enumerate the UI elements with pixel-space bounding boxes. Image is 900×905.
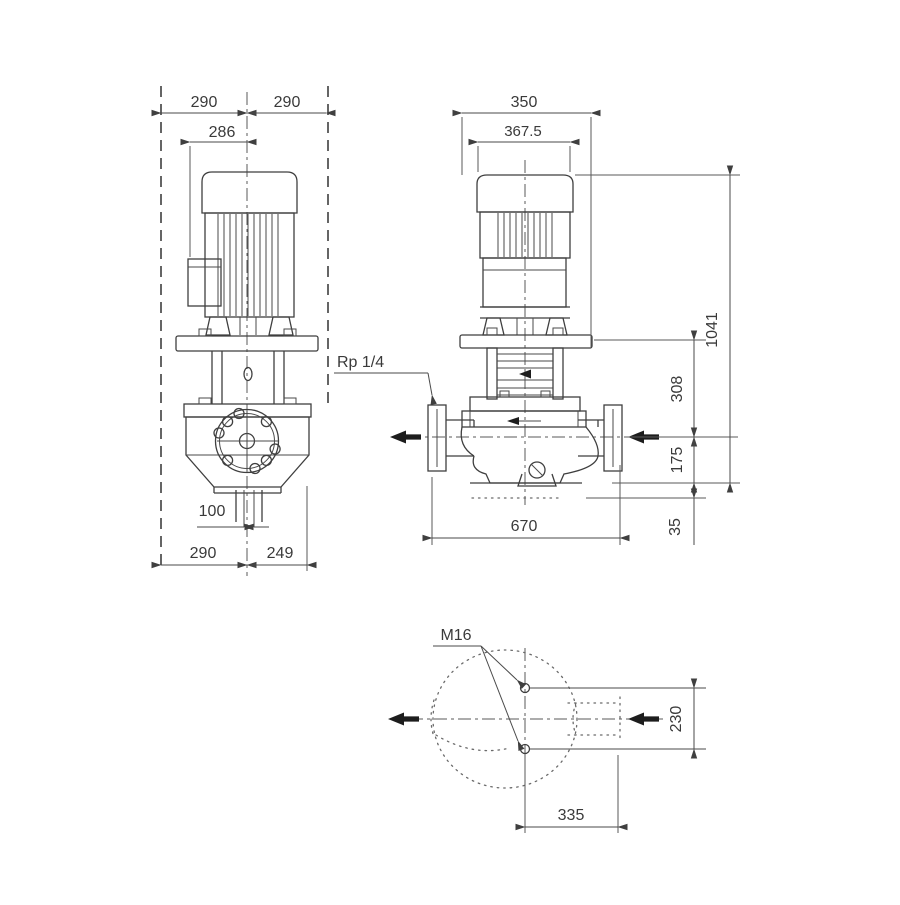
dim-motor-width: 286 — [209, 124, 236, 141]
gauge-port-label: Rp 1/4 — [337, 354, 384, 371]
envelope-dashed-lines — [160, 86, 329, 570]
dim-port-nominal: 100 — [199, 503, 226, 520]
bolt-thread-label: M16 — [440, 627, 471, 644]
front-pump-housing — [185, 407, 310, 527]
front-motor — [187, 171, 298, 336]
volute-hidden-outline — [430, 649, 621, 789]
dim-motor-depth: 367.5 — [504, 123, 542, 140]
motor-ribs — [217, 214, 279, 316]
bottom-view: M16 230 335 — [388, 627, 706, 833]
coupling-guard-grille — [497, 353, 553, 396]
dim-motor-height: 308 — [669, 376, 686, 403]
front-lantern — [175, 328, 319, 418]
dim-port-centerline-height: 175 — [669, 447, 686, 474]
flow-mark — [507, 417, 541, 425]
drain-plug — [517, 461, 557, 487]
side-lantern — [459, 327, 593, 412]
side-motor-ribs — [497, 213, 553, 257]
flange-bolt-holes — [213, 407, 281, 475]
suction-flange — [578, 404, 623, 472]
port-flange — [213, 407, 281, 475]
side-top-dimensions: 350 367.5 — [452, 94, 601, 347]
volute-body — [472, 420, 599, 484]
flow-arrow-inlet-bottom-icon — [628, 712, 659, 726]
dim-bolt-offset-horizontal: 335 — [558, 807, 585, 824]
front-dimensions: 290 290 286 100 290 249 — [151, 94, 336, 571]
flow-arrow-outlet-icon — [390, 430, 421, 444]
front-pedestal — [235, 490, 263, 527]
dim-base-clearance: 35 — [667, 518, 684, 536]
motor-feet — [205, 316, 294, 336]
side-motor — [476, 174, 574, 336]
dim-base-left: 290 — [190, 545, 217, 562]
front-view: 290 290 286 100 290 249 — [151, 86, 336, 576]
height-dimensions: 1041 308 175 35 — [575, 165, 740, 545]
dim-envelope-left: 290 — [191, 94, 218, 111]
side-view: Rp 1/4 350 367.5 670 — [334, 94, 662, 545]
gauge-port-callout: Rp 1/4 — [334, 354, 437, 405]
flow-arrow-outlet-bottom-icon — [388, 712, 419, 726]
dim-length: 670 — [511, 518, 538, 535]
dim-envelope-right: 290 — [274, 94, 301, 111]
terminal-box — [187, 258, 222, 307]
dim-total-height: 1041 — [704, 312, 721, 348]
length-dimension: 670 — [422, 465, 630, 545]
rotation-arrow-icon — [519, 369, 531, 379]
dim-width: 350 — [511, 94, 538, 111]
discharge-flange — [427, 404, 474, 472]
bolt-spacing-dimensions: 230 335 — [515, 678, 698, 833]
weep-hole — [243, 366, 253, 382]
bolt-thread-callout: M16 — [433, 627, 527, 752]
dim-base-right: 249 — [267, 545, 294, 562]
side-pump-housing — [427, 404, 623, 487]
dim-bolt-spacing-vertical: 230 — [668, 706, 685, 733]
